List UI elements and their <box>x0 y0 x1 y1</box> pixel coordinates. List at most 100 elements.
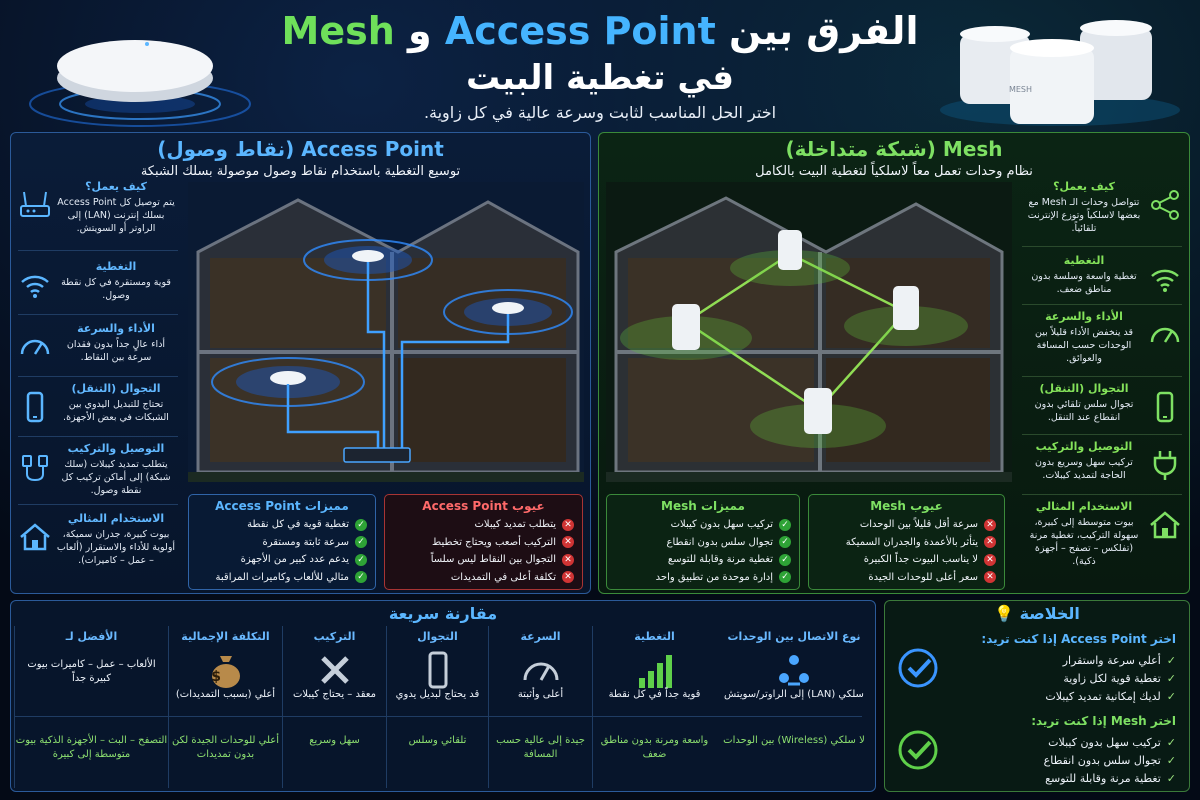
title-and: و <box>408 9 432 53</box>
ap-pro-item: ✓يدعم عدد كبير من الأجهزة <box>197 551 367 569</box>
ap-pro-item: ✓سرعة ثابتة ومستقرة <box>197 534 367 552</box>
mesh-con-item: ✕سعر أعلى للوحدات الجيدة <box>817 569 996 587</box>
ap-con-item: ✕التركيب أصعب ويحتاج تخطيط <box>393 534 574 552</box>
title-access-point: Access Point <box>444 9 716 53</box>
phone-icon <box>1156 391 1174 423</box>
access-point-subtitle: توسيع التغطية باستخدام نقاط وصول موصولة … <box>140 164 461 179</box>
comparison-divider <box>14 716 862 717</box>
mesh-side-ideal-use: الاستخدام المثالي بيوت متوسطة إلى كبيرة،… <box>1018 500 1186 580</box>
mesh-side-how: كيف يعمل؟ تتواصل وحدات الـ Mesh مع بعضها… <box>1018 180 1186 236</box>
money-bag-icon: $ <box>211 656 240 688</box>
phone-icon <box>428 651 447 689</box>
check-icon: ✓ <box>779 571 791 584</box>
check-icon: ✓ <box>1166 654 1176 667</box>
speedometer-icon <box>20 339 50 355</box>
mesh-side-roaming: التجوال (التنقل) تجوال سلس تلقائي بدون ا… <box>1018 382 1186 438</box>
check-icon: ✓ <box>779 536 791 549</box>
main-subtitle: اختر الحل المناسب لثابت وسرعة عالية في ك… <box>423 103 777 122</box>
mesh-side-installation: التوصيل والتركيب تركيب سهل وسريع بدون ال… <box>1018 440 1186 496</box>
main-title: الفرق بين Access Point و Mesh <box>270 6 930 56</box>
network-icon <box>1151 190 1179 220</box>
summary-panel <box>884 600 1190 792</box>
access-point-title: Access Point (نقاط وصول) <box>157 137 444 161</box>
check-icon: ✓ <box>1166 672 1176 685</box>
speedometer-icon <box>523 662 558 681</box>
wifi-icon <box>21 275 49 298</box>
mesh-node-right <box>844 286 968 346</box>
ap-side-coverage: التغطية قوية ومستقرة في كل نقطة وصول. <box>14 260 182 316</box>
ap-pros-title: مميزات Access Point <box>215 499 349 513</box>
check-icon: ✓ <box>779 518 791 531</box>
comparison-col-installation: التركيب معقد – يحتاج كيبلات سهل وسريع <box>282 626 386 788</box>
mesh-cons-box: عيوب Mesh ✕سرعة أقل قليلاً بين الوحدات ✕… <box>808 494 1005 590</box>
access-point-side-list: كيف يعمل؟ يتم توصيل كل Access Point بسلك… <box>14 180 182 590</box>
ap-con-item: ✕يتطلب تمديد كيبلات <box>393 516 574 534</box>
ap-side-how: كيف يعمل؟ يتم توصيل كل Access Point بسلك… <box>14 180 182 236</box>
check-icon: ✓ <box>355 536 367 549</box>
ap-pro-item: ✓تغطية قوية في كل نقطة <box>197 516 367 534</box>
check-icon: ✓ <box>1166 736 1176 749</box>
plug-icon <box>1153 451 1177 480</box>
ap-side-roaming: التجوال (التنقل) تحتاج للتبديل اليدوي بي… <box>14 382 182 438</box>
summary-title: الخلاصة 💡 <box>994 604 1080 623</box>
mesh-con-item: ✕يتأثر بالأعمدة والجدران السميكة <box>817 534 996 552</box>
x-icon: ✕ <box>984 536 996 549</box>
mesh-cons-title: عيوب Mesh <box>870 499 943 513</box>
mesh-side-coverage: التغطية تغطية واسعة وسلسة بدون مناطق ضعف… <box>1018 254 1186 310</box>
check-icon: ✓ <box>355 553 367 566</box>
access-point-device-image <box>29 40 251 127</box>
mesh-node-top <box>730 230 850 286</box>
mesh-side-performance: الأداء والسرعة قد ينخفض الأداء قليلاً بي… <box>1018 310 1186 376</box>
comparison-title: مقارنة سريعة <box>388 604 498 623</box>
wifi-icon <box>1151 269 1179 292</box>
comparison-col-coverage: التغطية قوية جداً في كل نقطة واسعة ومرنة… <box>592 626 716 788</box>
mesh-pros-title: مميزات Mesh <box>661 499 745 513</box>
x-icon: ✕ <box>562 518 574 531</box>
check-icon: ✓ <box>355 518 367 531</box>
mesh-con-item: ✕سرعة أقل قليلاً بين الوحدات <box>817 516 996 534</box>
mesh-pro-item: ✓تغطية مرنة وقابلة للتوسع <box>615 551 791 569</box>
x-icon: ✕ <box>562 536 574 549</box>
x-icon: ✕ <box>984 518 996 531</box>
ap-cons-title: عيوب Access Point <box>422 499 545 513</box>
ap-side-installation: التوصيل والتركيب يتطلب تمديد كيبلات (سلك… <box>14 442 182 498</box>
check-icon: ✓ <box>1166 754 1176 767</box>
ap-pro-item: ✓مثالي للألعاب وكاميرات المراقبة <box>197 569 367 587</box>
summary-mesh: اختر Mesh إذا كنت تريد: ✓تركيب سهل بدون … <box>884 710 1190 790</box>
comparison-panel <box>10 600 876 792</box>
check-circle-icon <box>898 730 938 770</box>
ap-con-item: ✕التجوال بين النقاط ليس سلساً <box>393 551 574 569</box>
cable-icon <box>22 455 48 482</box>
tools-icon <box>320 656 349 684</box>
lightbulb-icon: 💡 <box>994 604 1014 623</box>
title-mesh: Mesh <box>281 9 395 53</box>
ap-side-performance: الأداء والسرعة أداء عالٍ جداً بدون فقدان… <box>14 322 182 378</box>
x-icon: ✕ <box>562 571 574 584</box>
title-part1: الفرق بين <box>729 9 919 53</box>
check-icon: ✓ <box>779 553 791 566</box>
svg-text:MESH: MESH <box>1009 85 1032 94</box>
x-icon: ✕ <box>562 553 574 566</box>
comparison-col-roaming: التجوال قد يحتاج لبديل يدوي تلقائي وسلس <box>386 626 488 788</box>
mesh-title: Mesh (شبكة متداخلة) <box>785 137 1003 161</box>
check-circle-icon <box>898 648 938 688</box>
summary-ap: اختر Access Point إذا كنت تريد: ✓أعلي سر… <box>884 628 1190 708</box>
check-icon: ✓ <box>1166 690 1176 703</box>
ap-con-item: ✕تكلفة أعلى في التمديدات <box>393 569 574 587</box>
mesh-subtitle: نظام وحدات تعمل معاً لاسلكياً لتغطية الب… <box>755 164 1033 179</box>
ap-side-ideal-use: الاستخدام المثالي بيوت كبيرة، جدران سميك… <box>14 512 182 588</box>
main-title-line2: في تغطية البيت <box>465 58 735 98</box>
svg-text:$: $ <box>211 669 221 685</box>
home-icon <box>20 523 50 551</box>
access-point-pros-box: مميزات Access Point ✓تغطية قوية في كل نق… <box>188 494 376 590</box>
phone-icon <box>26 391 44 423</box>
mesh-node-left <box>620 304 752 360</box>
check-icon: ✓ <box>1166 772 1176 785</box>
mesh-pros-box: مميزات Mesh ✓تركيب سهل بدون كيبلات ✓تجوا… <box>606 494 800 590</box>
home-icon <box>1150 511 1180 539</box>
mesh-pro-item: ✓تركيب سهل بدون كيبلات <box>615 516 791 534</box>
x-icon: ✕ <box>984 553 996 566</box>
router-icon <box>20 191 50 217</box>
mesh-pro-item: ✓تجوال سلس بدون انقطاع <box>615 534 791 552</box>
access-point-house-diagram <box>188 182 584 482</box>
